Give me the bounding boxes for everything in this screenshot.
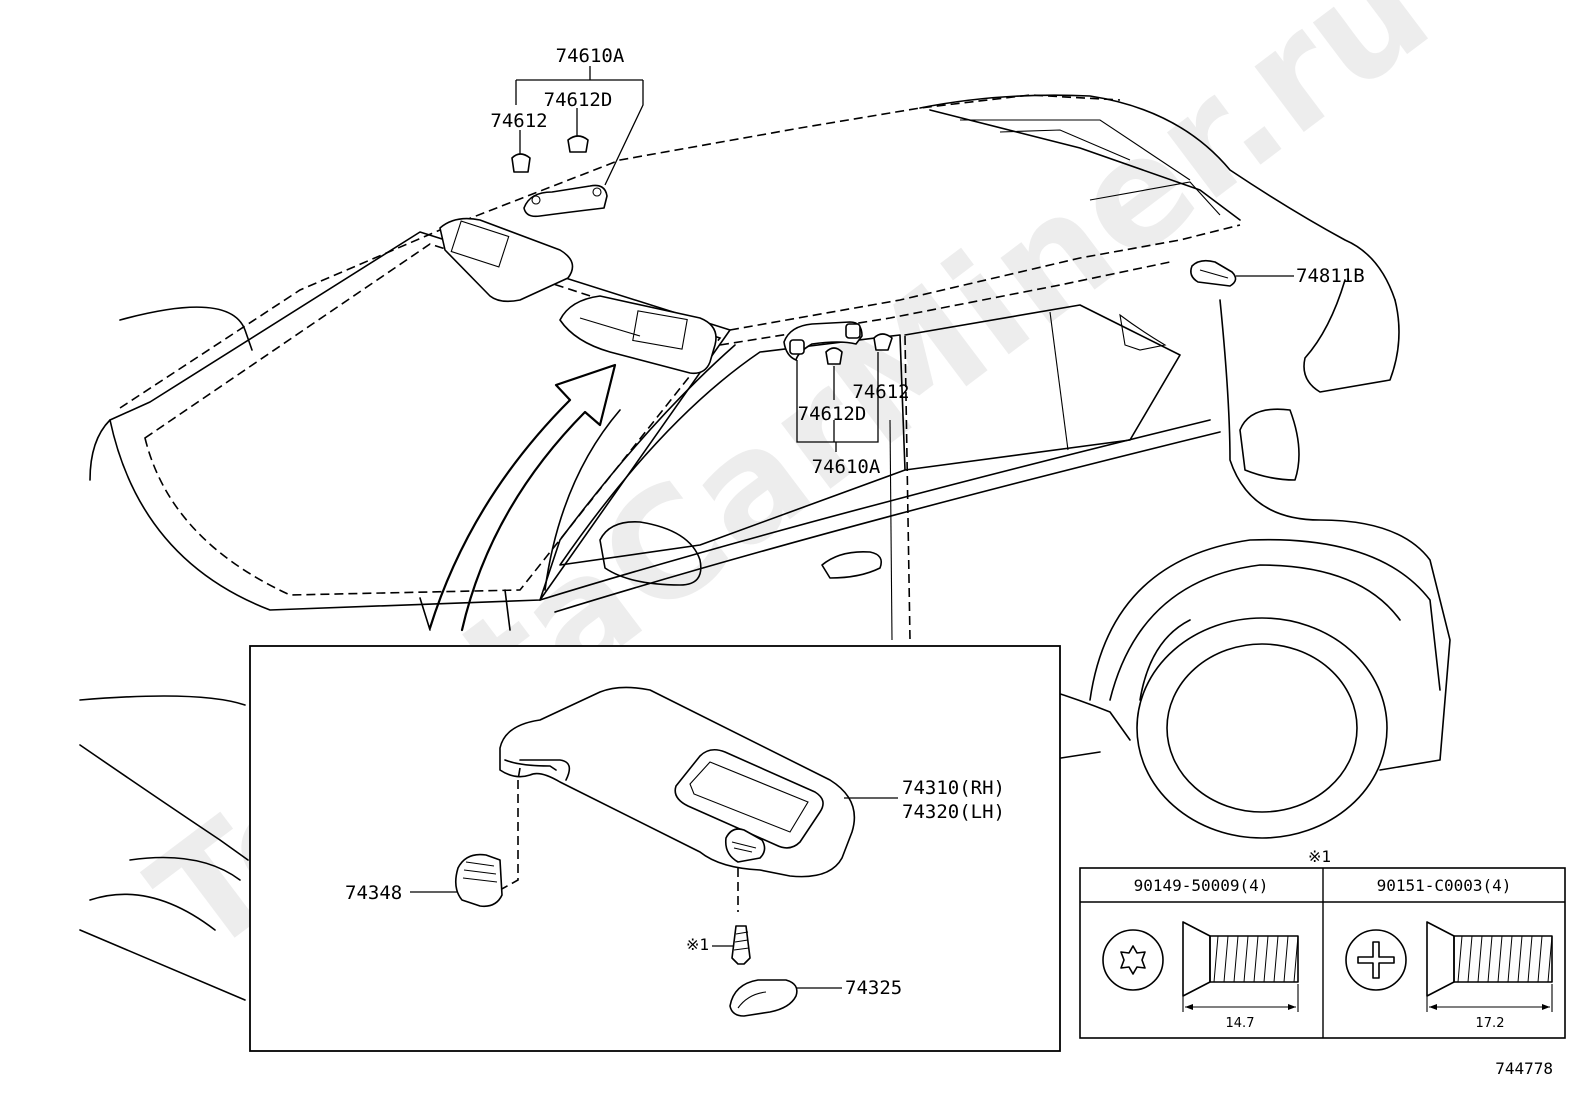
fastener-part-no-2: 90151-C0003(4) — [1377, 876, 1512, 895]
diagram-code: 744778 — [1495, 1059, 1553, 1078]
rear-assist-grip-group: 74612 74612D 74610A — [783, 321, 910, 478]
sun-visor-detail-box: 74348 ※1 74325 74310(RH) 74320(LH) — [249, 645, 1061, 1052]
label-74612d-mid: 74612D — [798, 403, 867, 425]
label-74320-lh: 74320(LH) — [902, 801, 1005, 823]
label-74610a-mid: 74610A — [812, 456, 881, 478]
front-assist-grip-group: 74610A 74612D 74612 — [490, 45, 644, 218]
label-74325: 74325 — [845, 977, 902, 999]
screw-side-view-1: 14.7 — [1182, 921, 1299, 1031]
phillips-head-icon — [1345, 929, 1407, 991]
screw-side-view-2: 17.2 — [1426, 921, 1553, 1031]
label-74612-top: 74612 — [490, 110, 547, 132]
torx-head-icon — [1102, 929, 1164, 991]
label-74310-rh: 74310(RH) — [902, 777, 1005, 799]
fastener-table: ※1 90149-50009(4) 90151-C0003(4) 14.7 — [1079, 847, 1566, 1039]
car-body-outline — [79, 94, 1451, 1001]
fastener-part-no-1: 90149-50009(4) — [1134, 876, 1269, 895]
label-74612-mid: 74612 — [852, 381, 909, 403]
screw-length-2: 17.2 — [1476, 1016, 1505, 1031]
label-74610a-top: 74610A — [556, 45, 625, 67]
label-screw-ref: ※1 — [686, 935, 709, 954]
screw-length-1: 14.7 — [1226, 1016, 1255, 1031]
table-ref-mark: ※1 — [1308, 847, 1331, 866]
label-74811b: 74811B — [1296, 265, 1365, 287]
label-74348: 74348 — [345, 882, 402, 904]
label-74612d-top: 74612D — [544, 89, 613, 111]
sun-visors-installed — [439, 217, 717, 375]
detail-arrow — [428, 363, 617, 632]
